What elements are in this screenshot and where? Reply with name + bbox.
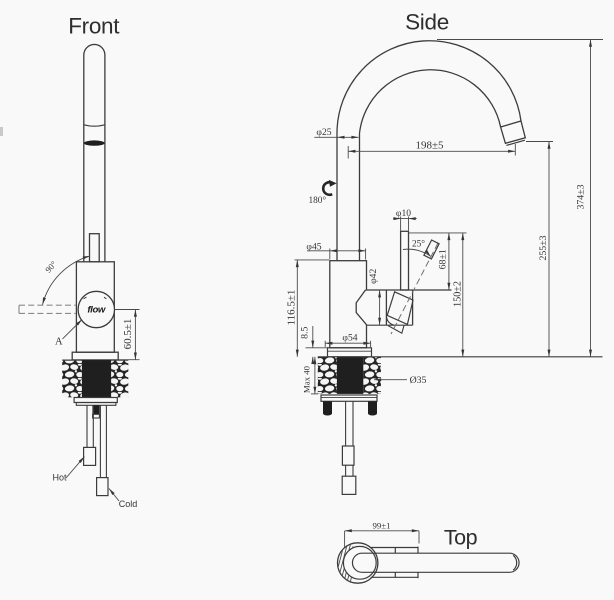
svg-text:Top: Top [444,525,478,549]
svg-text:Cold: Cold [119,499,138,509]
svg-text:φ25: φ25 [316,127,331,138]
svg-text:68±1: 68±1 [437,249,448,269]
svg-text:Front: Front [68,14,120,39]
svg-text:Ø35: Ø35 [410,375,427,386]
svg-text:φ42: φ42 [368,269,379,284]
svg-text:374±3: 374±3 [576,184,587,209]
svg-text:180°: 180° [308,195,326,206]
svg-text:198±5: 198±5 [415,140,444,152]
svg-text:φ45: φ45 [306,242,321,253]
svg-text:A: A [55,337,63,348]
svg-text:φ10: φ10 [396,208,411,219]
svg-text:150±2: 150±2 [453,281,464,307]
svg-text:116.5±1: 116.5±1 [286,290,298,326]
svg-text:flow: flow [87,305,106,316]
svg-text:25°: 25° [412,239,425,250]
svg-text:99±1: 99±1 [372,520,390,530]
svg-text:8.5: 8.5 [299,326,310,338]
svg-text:φ54: φ54 [342,333,357,344]
svg-text:Side: Side [405,10,449,35]
svg-text:Max 40: Max 40 [302,365,312,393]
svg-text:60.5±1: 60.5±1 [122,319,134,350]
svg-text:255±3: 255±3 [538,235,549,260]
svg-text:Hot: Hot [52,473,67,483]
